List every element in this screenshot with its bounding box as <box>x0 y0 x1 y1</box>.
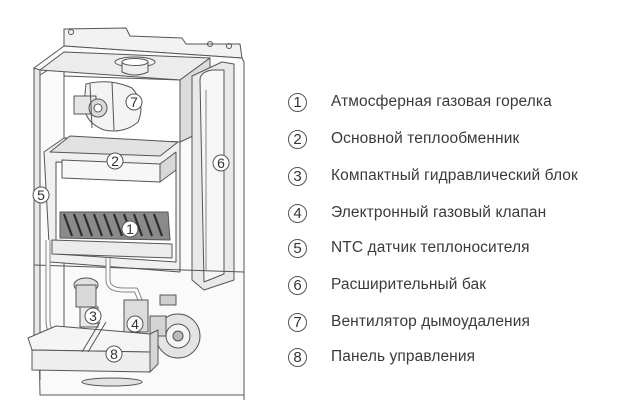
legend-item-gas-valve: 4 Электронный газовый клапан <box>288 201 546 225</box>
callout-4: 4 <box>126 315 144 333</box>
legend-number: 2 <box>288 129 307 149</box>
legend-label: Основной теплообменник <box>331 130 520 147</box>
legend-number: 4 <box>288 203 307 223</box>
legend-number: 5 <box>288 238 307 258</box>
legend-number: 1 <box>288 92 307 112</box>
legend-label: Электронный газовый клапан <box>331 204 547 221</box>
legend-label: Атмосферная газовая горелка <box>331 93 552 110</box>
legend-label: Расширительный бак <box>331 276 487 293</box>
legend-item-fan: 7 Вентилятор дымоудаления <box>288 310 530 334</box>
svg-text:2: 2 <box>111 153 119 169</box>
callout-6: 6 <box>212 154 230 172</box>
legend-item-burner: 1 Атмосферная газовая горелка <box>288 90 552 114</box>
legend-label: Компактный гидравлический блок <box>331 167 578 184</box>
fan-assembly <box>73 81 142 132</box>
svg-text:7: 7 <box>130 94 138 110</box>
callout-7: 7 <box>125 93 143 111</box>
burner <box>51 211 173 259</box>
legend-item-ntc-sensor: 5 NTC датчик теплоносителя <box>288 236 530 260</box>
legend-item-control-panel: 8 Панель управления <box>288 345 475 369</box>
callout-2: 2 <box>106 152 124 170</box>
legend-label: Вентилятор дымоудаления <box>331 313 530 330</box>
left-side-panel <box>33 67 41 361</box>
legend-item-expansion-tank: 6 Расширительный бак <box>288 273 486 297</box>
svg-text:5: 5 <box>37 187 45 203</box>
callout-1: 1 <box>121 220 139 238</box>
legend-item-hydraulic-block: 3 Компактный гидравлический блок <box>288 164 578 188</box>
legend-number: 6 <box>288 275 307 295</box>
legend-number: 7 <box>288 312 307 332</box>
legend-label: Панель управления <box>331 348 476 365</box>
legend-item-heat-exchanger: 2 Основной теплообменник <box>288 127 519 151</box>
svg-text:1: 1 <box>126 221 134 237</box>
callout-5: 5 <box>32 186 50 204</box>
pump <box>149 313 201 359</box>
boiler-diagram: 1 2 3 4 5 6 7 8 <box>27 27 245 400</box>
svg-text:6: 6 <box>217 155 225 171</box>
svg-text:8: 8 <box>110 346 118 362</box>
callout-8: 8 <box>105 345 123 363</box>
callout-3: 3 <box>84 307 102 325</box>
svg-text:3: 3 <box>89 308 97 324</box>
legend-number: 8 <box>288 347 307 367</box>
svg-text:4: 4 <box>131 316 139 332</box>
heat-exchanger <box>49 135 179 157</box>
legend-label: NTC датчик теплоносителя <box>331 239 530 256</box>
legend-number: 3 <box>288 166 307 186</box>
